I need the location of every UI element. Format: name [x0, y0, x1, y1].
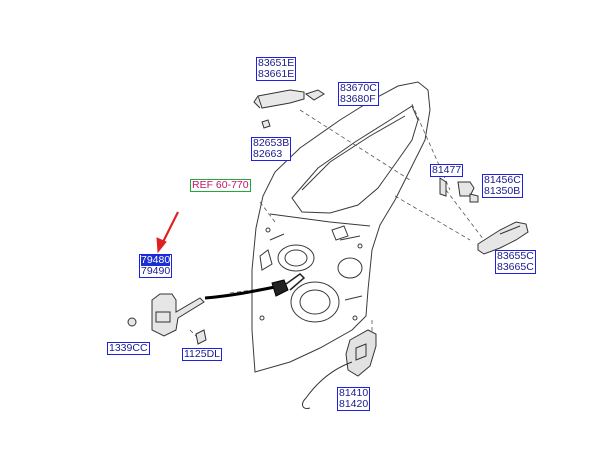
- inside-handle: [477, 221, 529, 255]
- callout-handle-base[interactable]: 82653B 82663: [251, 137, 292, 161]
- part-number[interactable]: 83665C: [497, 261, 534, 273]
- part-number[interactable]: 82653B: [253, 137, 290, 149]
- part-number[interactable]: 83651E: [258, 57, 295, 69]
- part-number[interactable]: 81456C: [484, 174, 521, 186]
- part-number[interactable]: 1339CC: [109, 342, 148, 354]
- reference-label[interactable]: REF 60-770: [190, 179, 251, 192]
- red-arrow: [156, 211, 179, 254]
- callout-bolt-1339[interactable]: 1339CC: [107, 342, 150, 355]
- handle-base-bolt: [261, 119, 271, 129]
- part-number[interactable]: 81350B: [484, 185, 521, 197]
- latch-cable: [302, 361, 353, 409]
- door-checker: [151, 293, 205, 337]
- part-number[interactable]: 79490: [141, 265, 171, 277]
- callout-striker[interactable]: 81456C 81350B: [482, 174, 523, 198]
- part-number-highlighted[interactable]: 79480: [141, 254, 171, 266]
- part-number[interactable]: 81477: [432, 164, 462, 176]
- part-number[interactable]: 81410: [339, 387, 369, 399]
- part-number[interactable]: 83670C: [340, 82, 377, 94]
- part-number[interactable]: 83680F: [340, 93, 376, 105]
- window-frame: [291, 105, 419, 214]
- callout-checker[interactable]: 79480 79490: [139, 254, 173, 278]
- striker-bolt: [457, 181, 475, 197]
- callout-latch[interactable]: 81410 81420: [337, 387, 371, 411]
- callout-inside-handle[interactable]: 83655C 83665C: [495, 250, 536, 274]
- handle-cap: [304, 89, 325, 101]
- part-number[interactable]: 81420: [339, 398, 369, 410]
- part-number[interactable]: 83655C: [497, 250, 534, 262]
- door-cable: [204, 285, 276, 300]
- part-number[interactable]: 1125DL: [184, 348, 221, 360]
- part-number[interactable]: 83661E: [258, 68, 295, 80]
- part-number[interactable]: 82663: [253, 148, 283, 160]
- callout-outside-handle[interactable]: 83651E 83661E: [256, 57, 297, 81]
- callout-handle-cap[interactable]: 83670C 83680F: [338, 82, 379, 106]
- callout-bolt-1125[interactable]: 1125DL: [182, 348, 223, 361]
- door-panel: [251, 81, 431, 373]
- outside-handle: [257, 89, 305, 109]
- callout-bolt-81477[interactable]: 81477: [430, 164, 464, 177]
